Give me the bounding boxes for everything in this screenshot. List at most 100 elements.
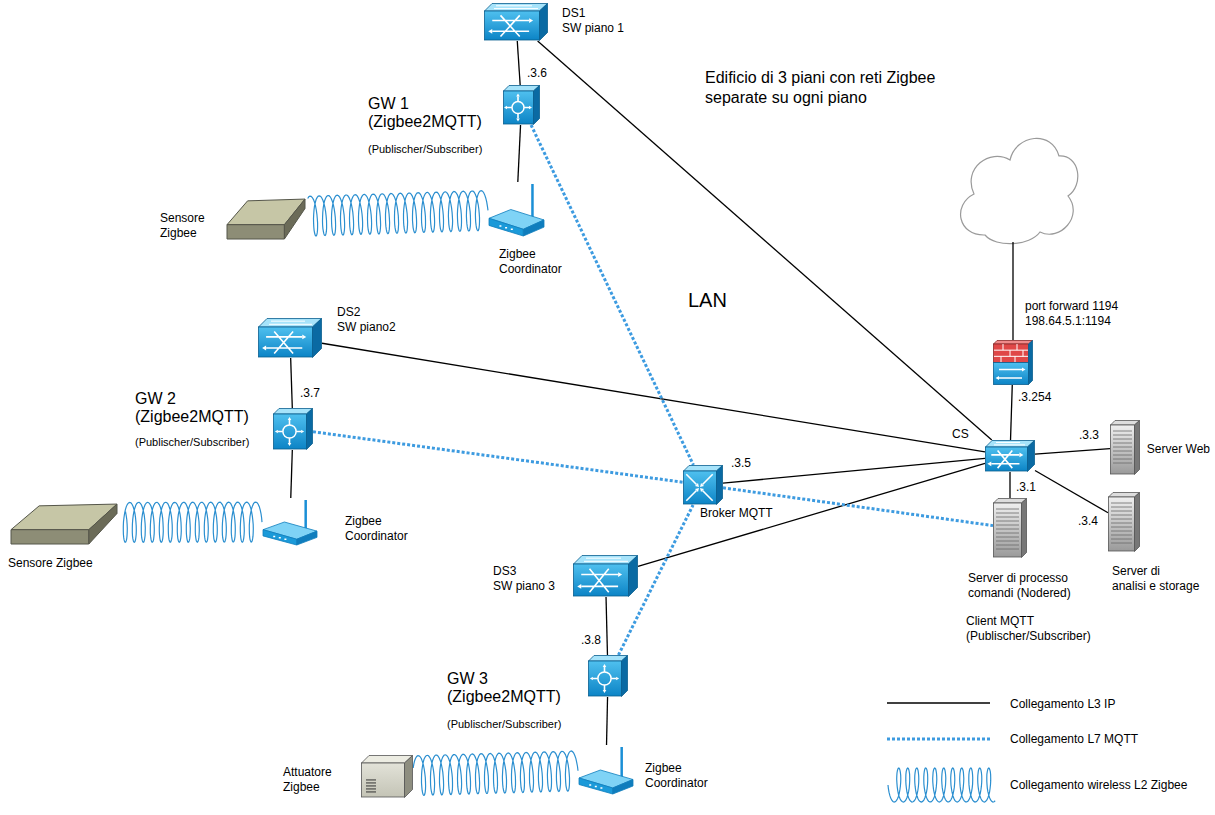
- gateway-router: GW 1 (Zigbee2MQTT)(Publischer/Subscriber…: [503, 85, 540, 125]
- top-face: [986, 441, 1035, 448]
- node-label: Sensore Zigbee: [160, 211, 216, 241]
- zigbee-coordinator: Zigbee Coordinator: [488, 182, 545, 237]
- arrow-tip: [288, 443, 292, 446]
- firewall: port forward 1194 198.64.5.1:1194: [993, 340, 1033, 385]
- ap-side: [613, 780, 633, 795]
- arrow-tip: [1022, 367, 1026, 371]
- node-label: Broker MQTT: [700, 506, 773, 521]
- side-face: [1029, 341, 1033, 385]
- legend-text: Collegamento L7 MQTT: [1010, 732, 1138, 747]
- front-face: [485, 11, 540, 40]
- router-arrows: [593, 667, 616, 690]
- antenna: [304, 500, 307, 530]
- arrow-tip: [504, 106, 507, 110]
- ip-link: [322, 343, 985, 452]
- side-face: [1135, 421, 1140, 475]
- ip-address-label: .3.6: [526, 66, 548, 81]
- side-face: [540, 4, 548, 41]
- node-sublabel: analisi e storage: [1112, 579, 1199, 594]
- ap-side: [297, 531, 317, 545]
- switch-arrows: [991, 451, 1019, 469]
- node-label: DS2: [337, 305, 360, 320]
- ip-address-label: .3.5: [730, 456, 752, 471]
- front-face: [1109, 497, 1135, 551]
- arrow-tip: [603, 664, 607, 667]
- ip-link: [1035, 449, 1110, 455]
- node-sublabel: SW piano 1: [562, 21, 624, 36]
- ap-front: [579, 778, 613, 794]
- ip-link: [291, 358, 293, 408]
- arrow-tip: [616, 677, 619, 681]
- node-sublabel: SW piano2: [337, 320, 396, 335]
- web-server-icon: [1110, 420, 1140, 475]
- top-face: [589, 656, 628, 662]
- ip-link: [638, 463, 985, 566]
- nodered-server-icon: [993, 498, 1027, 558]
- arrow-tip: [987, 461, 991, 466]
- arrow-tip: [577, 584, 581, 589]
- front-face: [274, 414, 307, 449]
- arrow-tip: [529, 18, 533, 23]
- arrow-tip: [695, 483, 699, 487]
- router-ring: [283, 425, 296, 438]
- arrow-tip: [700, 483, 704, 487]
- wall-top: [994, 341, 1033, 345]
- switch-node-icon: [573, 555, 638, 597]
- arrow-tip: [996, 376, 1000, 380]
- ip-address-label: .3.7: [299, 386, 321, 401]
- ip-link: [723, 458, 985, 483]
- antenna: [620, 747, 623, 778]
- gateway-router: GW 2 (Zigbee2MQTT)(Publischer/Subscriber…: [273, 408, 313, 450]
- front-face: [1111, 425, 1135, 474]
- top-face: [274, 409, 313, 415]
- node-label: GW 2 (Zigbee2MQTT): [135, 390, 267, 426]
- core-switch-icon: [985, 440, 1035, 472]
- zigbee-sensor-icon: [10, 500, 118, 545]
- zigbee-wireless-link: [123, 502, 262, 542]
- switch-top-arrows: [994, 442, 1025, 444]
- zigbee-sensor: Sensore Zigbee: [226, 195, 306, 240]
- ip-link: [517, 41, 520, 85]
- node-label: Sensore Zigbee: [8, 556, 93, 571]
- ip-address-label: .3.254: [1017, 390, 1052, 405]
- node-label: CS: [952, 427, 969, 442]
- arrow-tip: [700, 488, 704, 492]
- switch-node: DS2SW piano2: [258, 318, 322, 358]
- top-face: [259, 319, 322, 328]
- ip-link: [538, 41, 992, 440]
- zigbee-sensor-icon: [226, 195, 306, 240]
- actuator-vents: [366, 780, 376, 792]
- zigbee-coordinator-icon: [262, 498, 318, 546]
- front-face: [684, 471, 717, 504]
- side-face: [1135, 493, 1140, 552]
- ap-front: [489, 218, 523, 236]
- mqtt-broker-icon: [683, 465, 723, 505]
- switch-top-arrows: [494, 6, 538, 9]
- ip-address-label: .3.8: [580, 633, 602, 648]
- arrow-tip: [1019, 453, 1023, 458]
- arrow-tip: [695, 488, 699, 492]
- router-ring: [512, 102, 524, 114]
- ip-address-label: .3.3: [1078, 428, 1100, 443]
- analysis-server-icon: [1108, 492, 1140, 552]
- zigbee-wireless-link: [413, 751, 578, 795]
- switch-top-arrows: [584, 558, 628, 561]
- arrow-tip: [262, 346, 266, 351]
- ip-link: [291, 450, 293, 498]
- gateway-router-icon: [503, 85, 540, 125]
- zigbee-wireless-link: [308, 191, 488, 236]
- zigbee-coordinator: Zigbee Coordinator: [578, 745, 634, 795]
- ip-link: [518, 125, 521, 182]
- node-label: Server di: [1112, 564, 1160, 579]
- side-face: [307, 409, 313, 450]
- node-label: Zigbee Coordinator: [645, 761, 725, 791]
- ip-link: [1011, 385, 1013, 440]
- switch-arrows: [581, 569, 618, 592]
- router-arrows: [999, 370, 1022, 379]
- front-face: [362, 763, 405, 797]
- internet-cloud: [961, 138, 1078, 243]
- switch-top-arrows: [269, 321, 312, 324]
- zigbee-actuator: Attuatore Zigbee: [361, 755, 413, 798]
- arrow-tip: [288, 417, 292, 420]
